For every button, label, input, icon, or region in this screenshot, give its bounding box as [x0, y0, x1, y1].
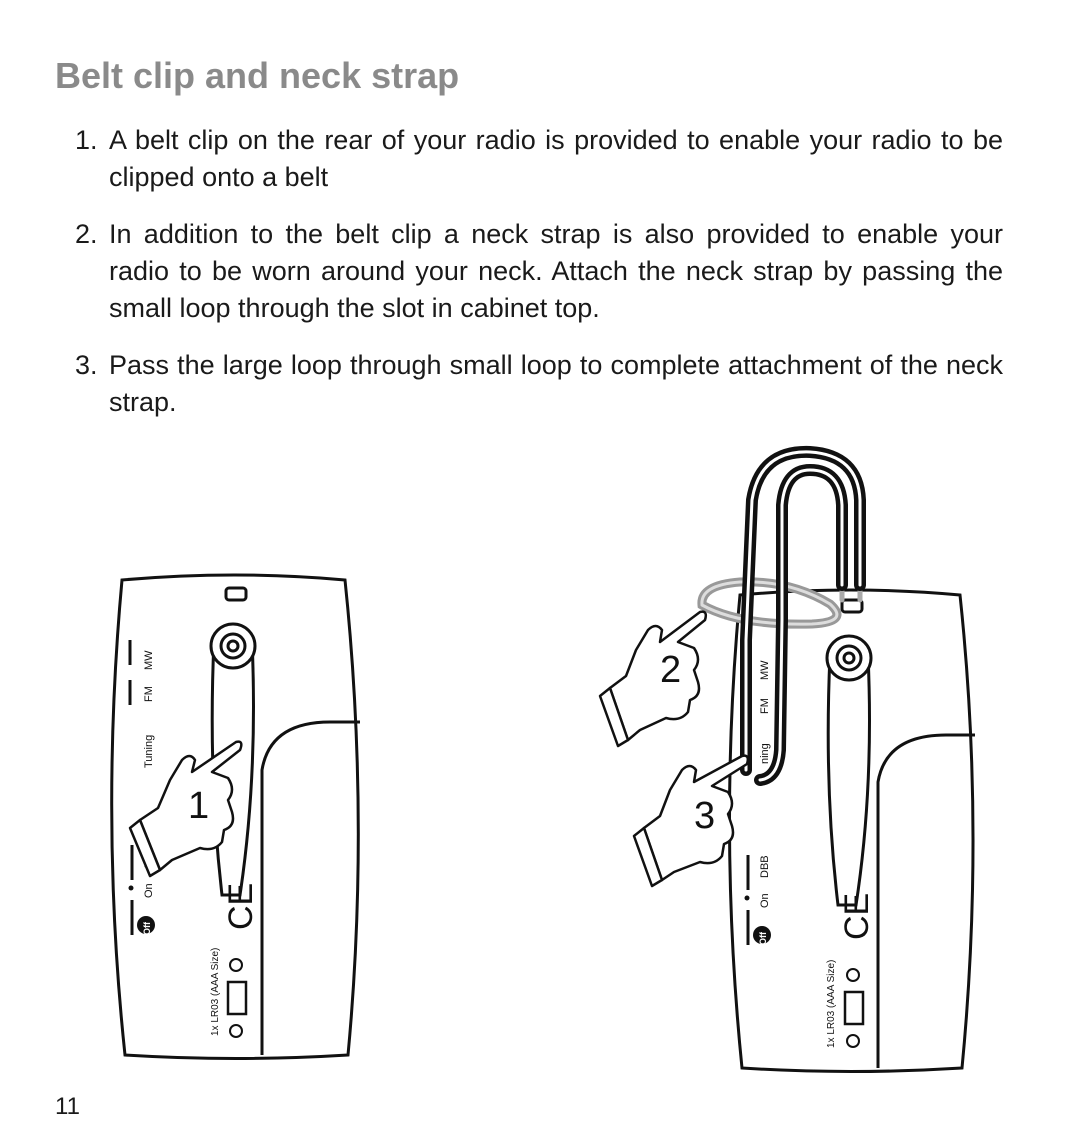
pointing-hand-icon: [598, 610, 708, 748]
fm-label: FM: [143, 686, 155, 702]
ce-mark: CE: [222, 883, 260, 930]
battery-label: 1x LR03 (AAA Size): [210, 948, 221, 1036]
dbb-label-right: DBB: [759, 855, 771, 878]
step-number: 1.: [75, 125, 98, 155]
radio-rear-right: [728, 588, 975, 1073]
pointing-hand-icon: [632, 754, 750, 888]
mw-label: MW: [143, 650, 155, 670]
fm-label-right: FM: [759, 698, 771, 714]
step-number: 2.: [75, 219, 98, 249]
page-title: Belt clip and neck strap: [55, 55, 460, 96]
page-number: 11: [55, 1093, 80, 1120]
callout-number-1: 1: [188, 785, 209, 827]
off-label-right: Off: [758, 931, 768, 945]
instruction-list: 1. A belt clip on the rear of your radio…: [75, 122, 1003, 441]
tuning-label: Tuning: [143, 735, 155, 768]
instruction-step-2: 2. In addition to the belt clip a neck s…: [75, 216, 1003, 327]
step-text: Pass the large loop through small loop t…: [109, 350, 1003, 417]
ce-mark-right: CE: [838, 893, 876, 940]
mw-label-right: MW: [759, 660, 771, 680]
on-label: On: [143, 883, 155, 898]
step-number: 3.: [75, 350, 98, 380]
on-label-right: On: [759, 893, 771, 908]
instruction-step-1: 1. A belt clip on the rear of your radio…: [75, 122, 1003, 196]
step-text: A belt clip on the rear of your radio is…: [109, 125, 1003, 192]
step-text: In addition to the belt clip a neck stra…: [109, 219, 1003, 323]
tuning-label-right: ning: [759, 743, 771, 764]
neck-strap: [697, 445, 866, 786]
instruction-step-3: 3. Pass the large loop through small loo…: [75, 347, 1003, 421]
pointing-hand-icon: [128, 740, 243, 878]
callout-number-3: 3: [694, 795, 715, 837]
battery-label-right: 1x LR03 (AAA Size): [826, 960, 837, 1048]
callout-number-2: 2: [660, 649, 681, 691]
off-label: Off: [142, 921, 152, 935]
